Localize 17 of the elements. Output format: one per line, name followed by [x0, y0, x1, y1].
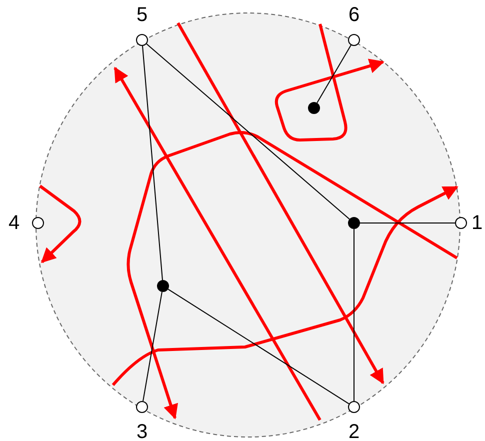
graph-edge — [146, 43, 350, 220]
graph-edge — [316, 44, 352, 104]
graph-edge — [168, 288, 350, 404]
vertex-label: 2 — [348, 422, 360, 441]
vertex-circle — [348, 34, 360, 46]
vertex-label: 6 — [348, 5, 360, 25]
graph-edge — [142, 45, 163, 281]
vertex-circle — [136, 401, 148, 413]
vertex-label: 3 — [136, 422, 148, 441]
vertex-label: 1 — [471, 213, 483, 233]
vertex-label: 4 — [8, 213, 20, 233]
graph-edge — [360, 222, 456, 224]
vertex-circle — [136, 34, 148, 46]
vertex-circle — [455, 217, 467, 229]
vertex-circle — [32, 217, 44, 229]
vertex-label: 5 — [136, 5, 148, 25]
graph-edge — [142, 291, 162, 402]
